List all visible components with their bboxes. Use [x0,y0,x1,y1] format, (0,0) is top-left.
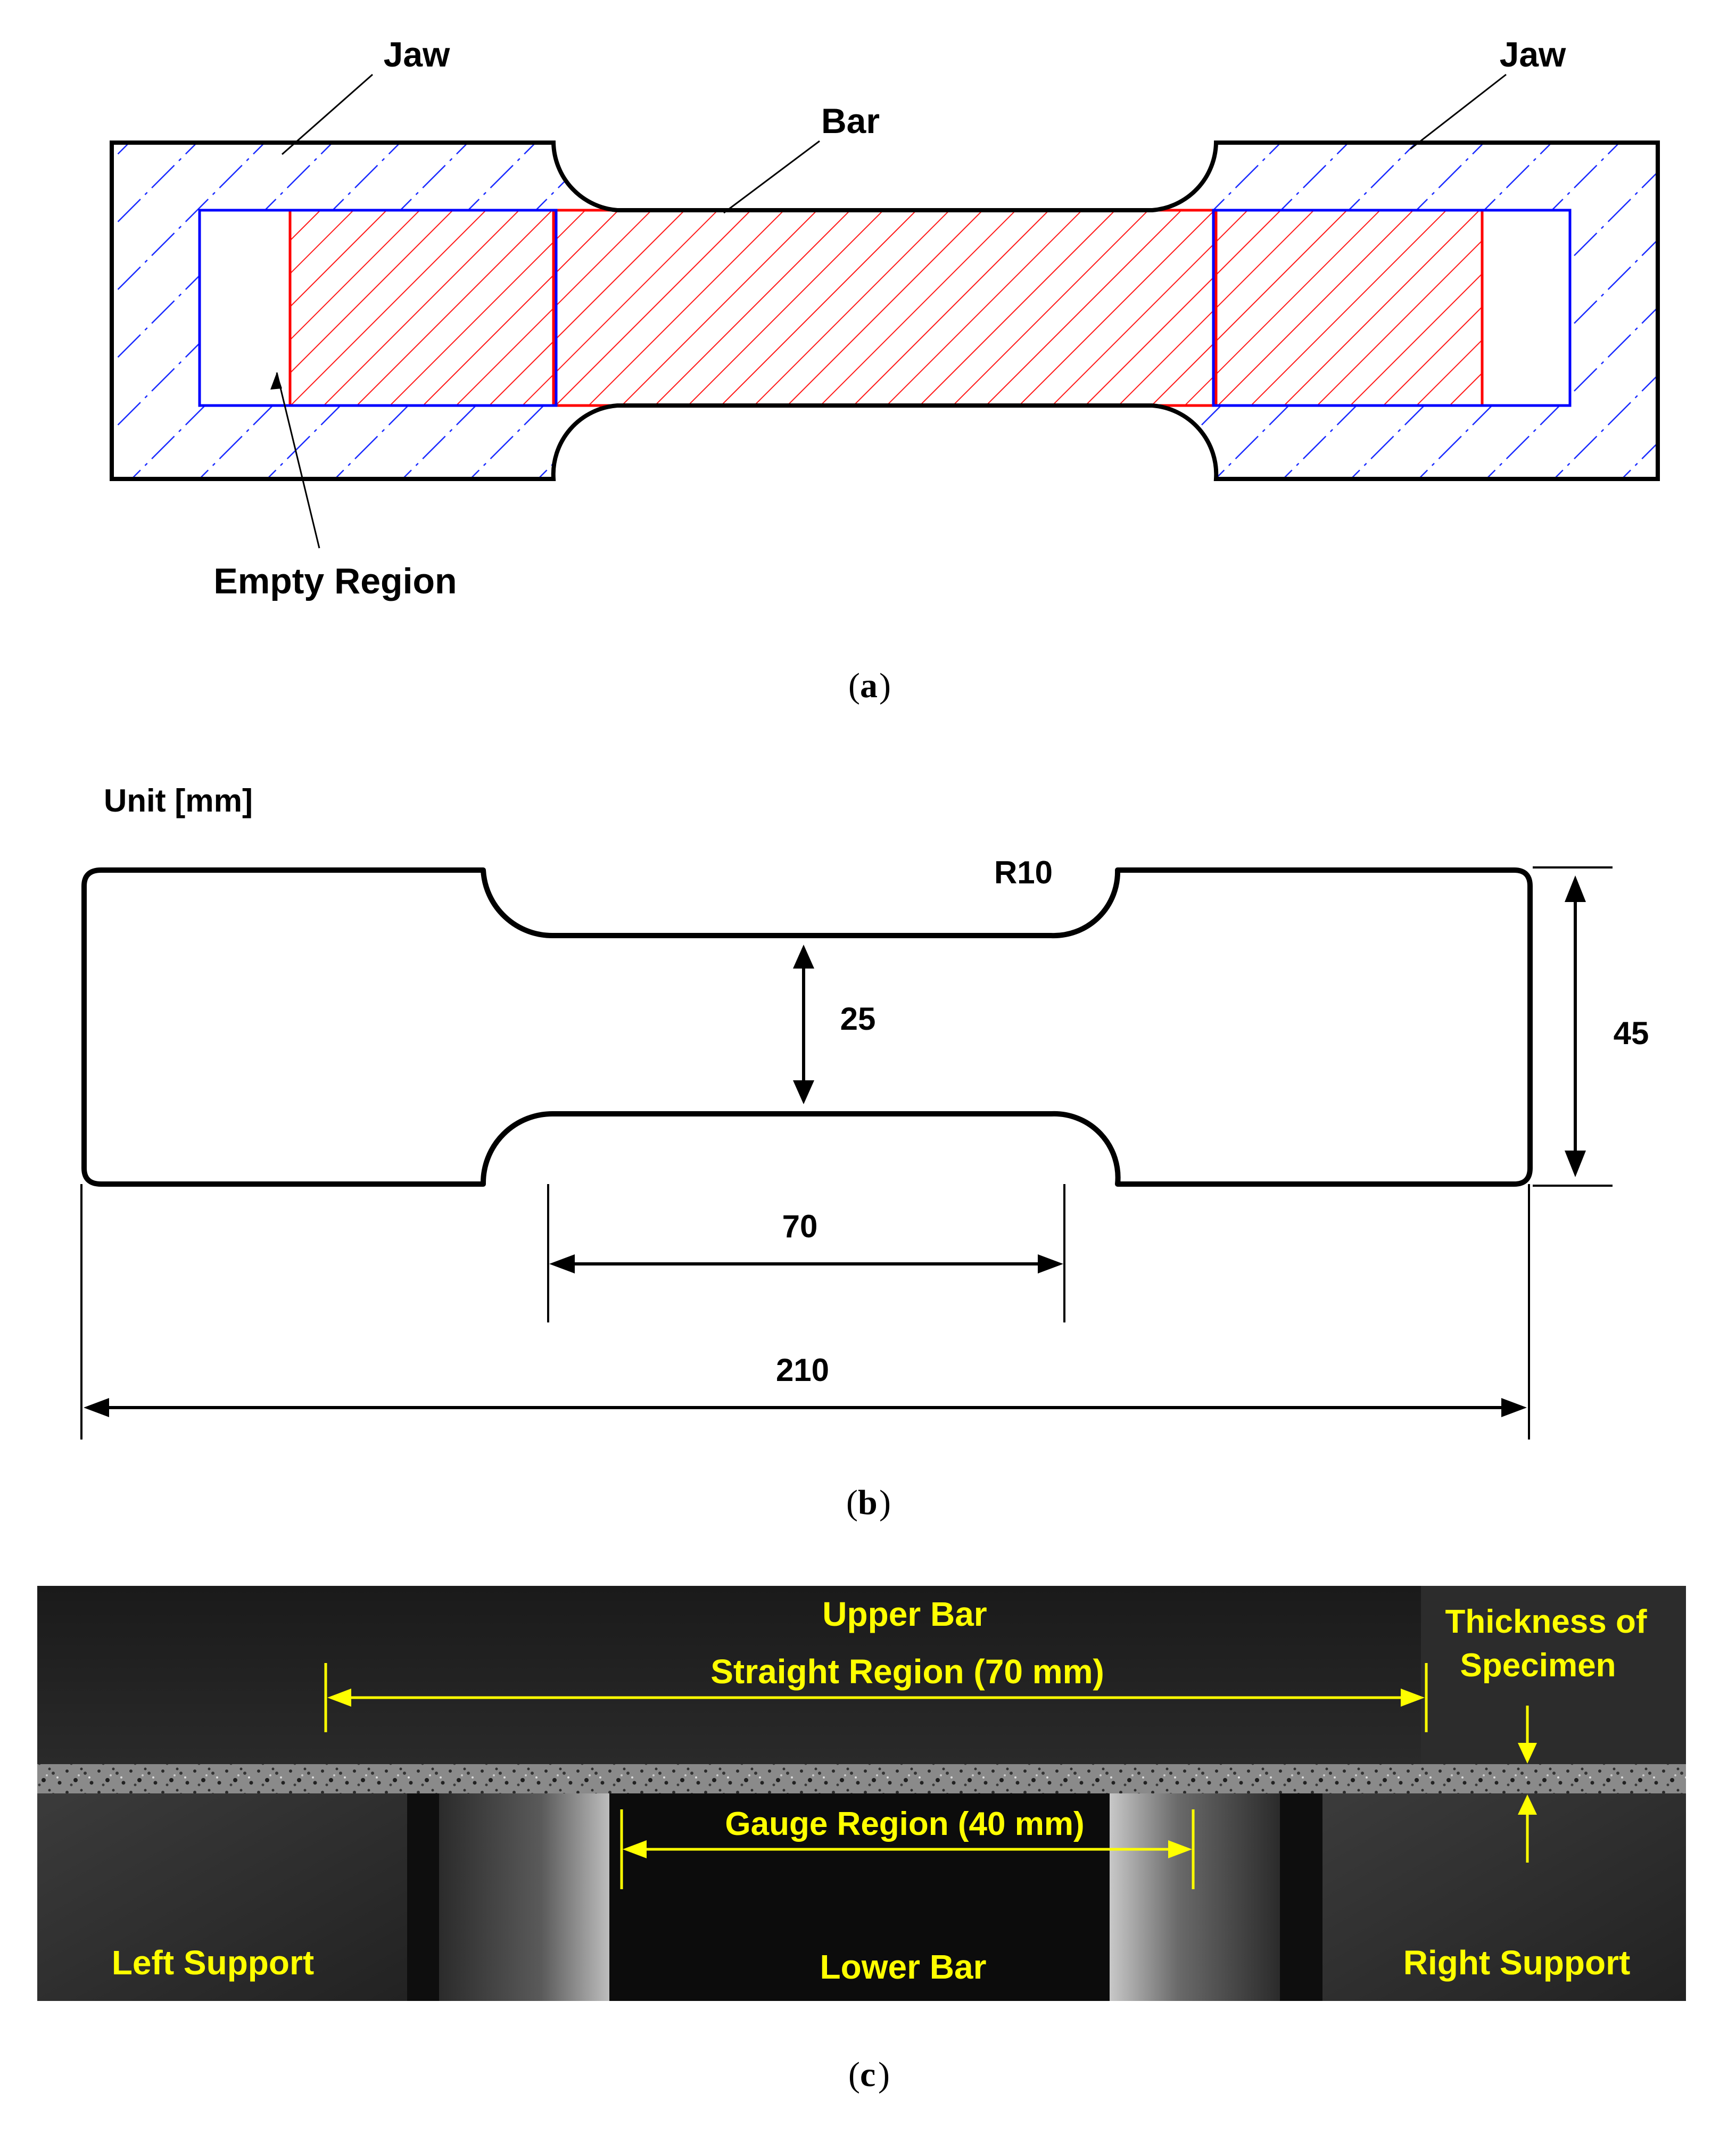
radius-label: R10 [994,855,1053,890]
caption-c-open: ( [848,2055,860,2094]
right-support-label: Right Support [1403,1943,1631,1982]
bar-leader [723,140,820,214]
straight-region-arrow-right [1401,1689,1425,1707]
empty-leader [276,372,320,549]
bar-label: Bar [821,101,880,140]
panel-c: Upper Bar Straight Region (70 mm) Thickn… [37,1586,1686,2094]
jaw-slot-left [198,209,558,407]
caption-c-close: ) [878,2055,890,2094]
height-label: 45 [1614,1015,1649,1051]
height-dim-arrow-top [1565,875,1586,902]
caption-b: b [858,1483,878,1522]
gauge-dim-arrow-left [549,1254,575,1273]
left-support [37,1793,407,2001]
width-dim-arrow-top [793,945,814,969]
upper-bar-right-block [1421,1586,1686,1764]
right-support-gap [1280,1793,1322,2001]
empty-region-label: Empty Region [213,561,457,601]
fixture-outline [110,140,1660,481]
height-dim-arrow-bottom [1565,1151,1586,1177]
gauge-region-label: Gauge Region (40 mm) [725,1806,1084,1842]
upper-bar-label: Upper Bar [822,1595,987,1633]
length-dim-arrow-right [1501,1398,1527,1417]
straight-region-arrow-left [327,1689,351,1707]
specimen-strip [37,1764,1686,1793]
thickness-arrowhead-top [1518,1743,1537,1764]
thickness-arrowhead-bottom [1518,1794,1537,1815]
unit-label: Unit [mm] [104,783,253,818]
caption-b-open: ( [846,1483,858,1522]
empty-region [201,212,288,404]
jaw-slot-right [1212,209,1572,407]
specimen-outline [81,867,1533,1187]
length-label: 210 [776,1352,829,1388]
caption-c: c [860,2055,875,2094]
jaw-left-leader [282,73,373,155]
length-dim-arrow-left [84,1398,109,1417]
gauge-label: 70 [782,1209,818,1244]
jaw-left-label: Jaw [384,35,450,74]
thickness-label-line2: Specimen [1460,1647,1616,1684]
left-shoulder [439,1793,609,2001]
caption-a-open: ( [848,666,860,705]
jaw-right-leader [1410,73,1507,150]
bar-shape [288,209,1484,407]
left-support-label: Left Support [112,1943,314,1982]
straight-region-label: Straight Region (70 mm) [710,1652,1104,1691]
jaw-right-label: Jaw [1500,35,1566,74]
right-support [1322,1793,1686,2001]
lower-bar-label: Lower Bar [820,1948,987,1986]
right-shoulder [1110,1793,1280,2001]
panel-b: Unit [mm] R10 25 45 70 210 ( b ) [80,783,1649,1522]
panel-a: Jaw Jaw Bar Empty Region ( a ) [110,35,1660,705]
width-label: 25 [840,1001,876,1037]
width-dim-arrow-bottom [793,1080,814,1104]
caption-a-close: ) [879,666,891,705]
caption-a: a [860,666,878,705]
left-support-gap [407,1793,439,2001]
caption-b-close: ) [879,1483,891,1522]
gauge-region-arrow-left [623,1840,647,1858]
upper-bar [37,1586,1686,1764]
empty-region-right [1484,212,1568,404]
gauge-dim-arrow-right [1038,1254,1063,1273]
gauge-region-arrow-right [1168,1840,1192,1858]
lower-bar [609,1793,1110,2001]
thickness-label-line1: Thickness of [1445,1603,1647,1640]
empty-arrowhead [270,373,282,390]
